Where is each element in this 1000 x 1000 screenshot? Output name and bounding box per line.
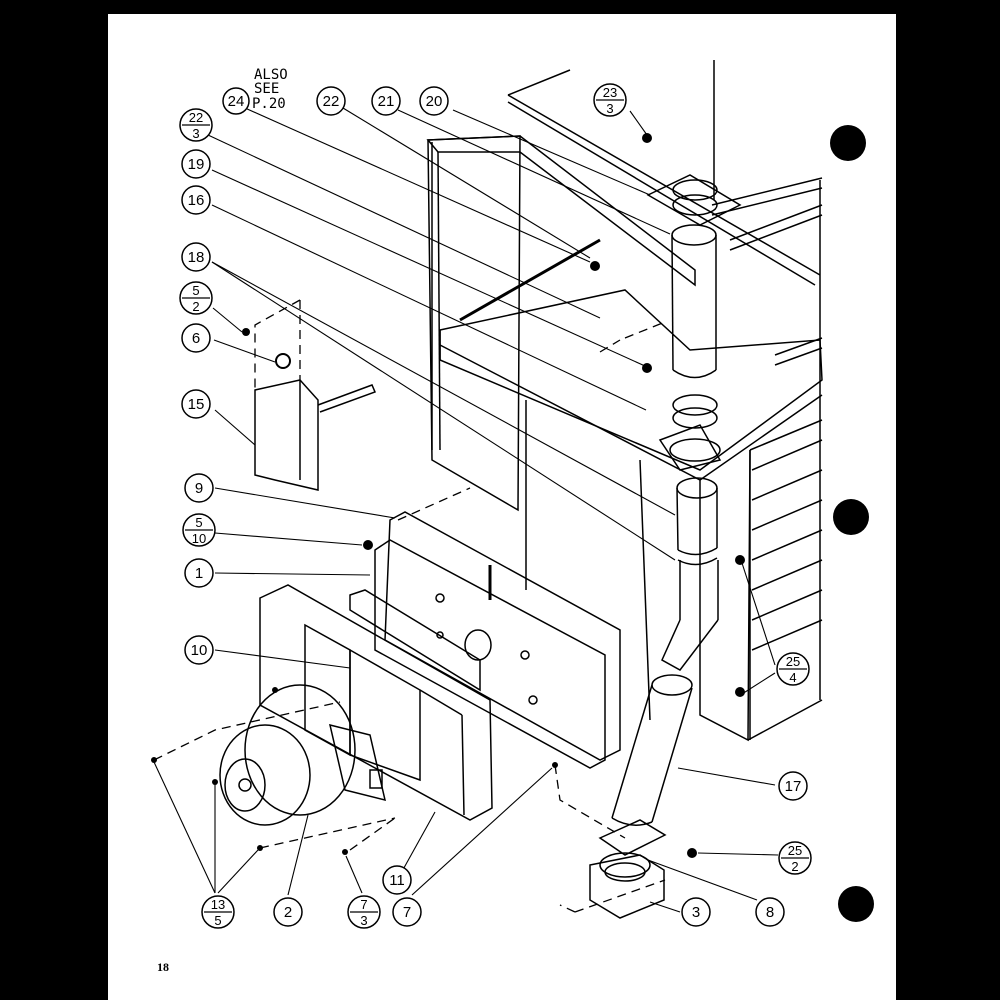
callout-5-10-num: 5 — [195, 515, 202, 530]
callout-10-label: 10 — [191, 642, 208, 659]
callout-10 — [184, 635, 214, 665]
callout-22 — [316, 86, 346, 116]
callout-5-2-den: 2 — [192, 299, 199, 314]
callout-25-2-den: 2 — [791, 859, 798, 874]
callout-6-label: 6 — [192, 330, 200, 347]
callout-18-label: 18 — [188, 249, 205, 266]
callout-20-label: 20 — [426, 93, 443, 110]
callout-2-label: 2 — [284, 904, 292, 921]
callout-17 — [778, 771, 808, 801]
fraction-dividers — [182, 99, 809, 913]
callout-13-5-num: 13 — [211, 897, 225, 912]
callout-23-3-num: 23 — [603, 85, 617, 100]
callout-20 — [419, 86, 449, 116]
callout-22-3-num: 22 — [189, 110, 203, 125]
callout-23-3-den: 3 — [606, 101, 613, 116]
callout-15-label: 15 — [188, 396, 205, 413]
page-number: 18 — [157, 960, 169, 974]
callout-17-label: 17 — [785, 778, 802, 795]
see-also-line3: P.20 — [252, 96, 286, 112]
callout-16-label: 16 — [188, 192, 205, 209]
vent-pipe-assembly — [589, 174, 742, 919]
punch-hole-middle — [833, 499, 869, 535]
callout-19-label: 19 — [188, 156, 205, 173]
callout-3 — [681, 897, 711, 927]
callout-16 — [181, 185, 211, 215]
callout-18 — [181, 242, 211, 272]
callout-21-label: 21 — [378, 93, 395, 110]
fastener-marks — [151, 133, 745, 858]
callout-8-label: 8 — [766, 904, 774, 921]
callout-9-label: 9 — [195, 480, 203, 497]
cabinet-assembly — [426, 60, 823, 742]
callout-2 — [273, 897, 303, 927]
callout-bubbles — [179, 83, 812, 929]
heat-exchanger-assembly — [259, 511, 621, 821]
flue-collector-box — [254, 379, 377, 491]
callout-11 — [382, 865, 412, 895]
callout-1-label: 1 — [195, 565, 203, 582]
callout-15 — [181, 389, 211, 419]
callout-19 — [181, 149, 211, 179]
see-also-line1: ALSO — [254, 67, 288, 83]
callout-8 — [755, 897, 785, 927]
callout-7-label: 7 — [403, 904, 411, 921]
callout-13-5-den: 5 — [214, 913, 221, 928]
callout-7-3-num: 7 — [360, 897, 367, 912]
punch-hole-bottom — [838, 886, 874, 922]
callout-24 — [222, 87, 250, 115]
callout-25-4-den: 4 — [789, 670, 796, 685]
callout-6 — [181, 323, 211, 353]
callout-22-label: 22 — [323, 93, 340, 110]
leader-lines — [153, 107, 779, 913]
callout-7 — [392, 897, 422, 927]
see-also-line2: SEE — [254, 81, 279, 97]
assembly-lines — [153, 299, 666, 913]
callout-21 — [371, 86, 401, 116]
callout-9 — [184, 473, 214, 503]
callout-3-label: 3 — [692, 904, 700, 921]
callout-7-3-den: 3 — [360, 913, 367, 928]
callout-1 — [184, 558, 214, 588]
callout-5-2-num: 5 — [192, 283, 199, 298]
callout-22-3-den: 3 — [192, 126, 199, 141]
callout-24-label: 24 — [228, 93, 245, 110]
callout-25-4-num: 25 — [786, 654, 800, 669]
callout-5-10-den: 10 — [192, 531, 206, 546]
callout-25-2-num: 25 — [788, 843, 802, 858]
callout-11-label: 11 — [389, 872, 405, 889]
blower-assembly — [219, 684, 387, 826]
punch-hole-top — [830, 125, 866, 161]
diagram-page — [108, 14, 896, 1000]
